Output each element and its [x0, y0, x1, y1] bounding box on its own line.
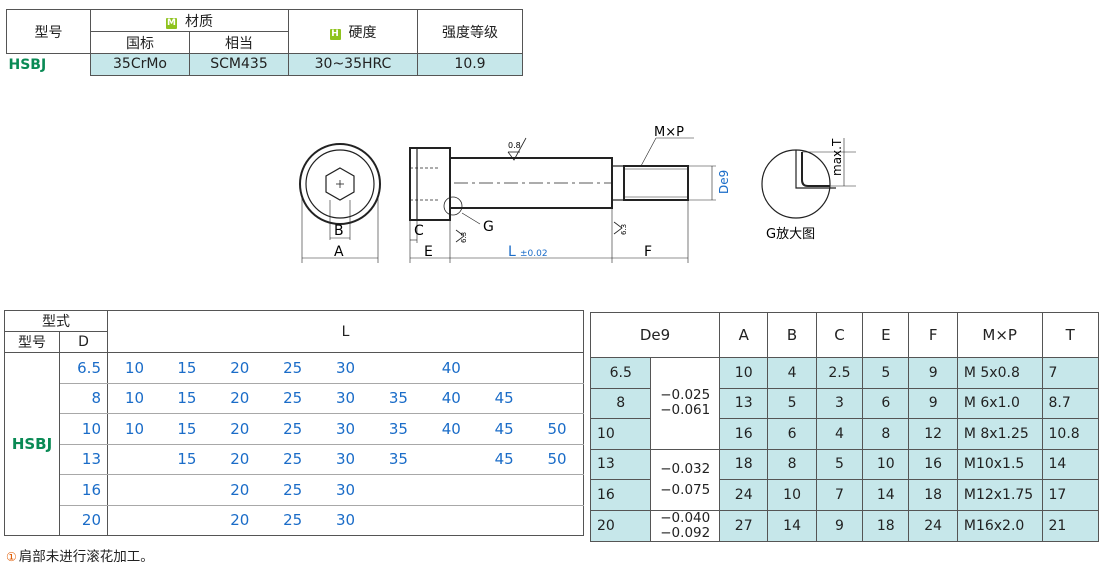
header-L: L: [107, 310, 584, 353]
tolerance-2: −0.032−0.075: [650, 448, 721, 511]
header-E: E: [862, 312, 910, 358]
table-row: 16 24 10 7 14 18 M12x1.75 17: [589, 479, 1100, 511]
header-F: F: [908, 312, 958, 358]
header-T: T: [1041, 312, 1100, 358]
label-E: E: [424, 244, 433, 260]
hardness-tag-icon: H: [329, 28, 341, 40]
header-equiv: 相当: [189, 31, 289, 54]
header-C: C: [815, 312, 864, 358]
label-max-T: max.T: [830, 138, 844, 176]
table-row: 13 −0.032−0.075 18 8 5 10 16 M10x1.5 14: [589, 448, 1100, 511]
header-grade: 强度等级: [417, 9, 523, 54]
label-G: G: [483, 219, 494, 235]
material-equiv: SCM435: [189, 53, 289, 76]
model-code: HSBJ: [4, 352, 60, 536]
header-type: 型式: [4, 310, 108, 332]
table-row: 20 −0.040−0.092 27 14 9 18 24 M16x2.0 21: [589, 509, 1100, 542]
label-L: L: [508, 244, 516, 260]
label-L-tol: ±0.02: [520, 249, 548, 259]
roughness-small-2: 6.3: [620, 224, 628, 235]
material-tag-icon: M: [166, 17, 177, 29]
technical-drawing: B A C E G L ±0.02 F M×P 0.8 6.3 6.3 De9 …: [299, 125, 856, 263]
grade-value: 10.9: [417, 53, 523, 76]
header-model: 型号: [4, 331, 60, 353]
info-icon: ①: [6, 550, 17, 564]
header-model: 型号: [6, 9, 91, 54]
label-C: C: [414, 223, 424, 239]
label-F: F: [644, 244, 652, 260]
header-B: B: [767, 312, 817, 358]
material-gb: 35CrMo: [90, 53, 190, 76]
header-gb: 国标: [90, 31, 190, 54]
hardness-value: 30~35HRC: [288, 53, 418, 76]
label-De9: De9: [717, 170, 731, 194]
detail-caption: G放大图: [766, 227, 815, 242]
roughness-top: 0.8: [508, 141, 521, 150]
header-De9: De9: [589, 312, 721, 358]
header-MxP: M×P: [956, 312, 1043, 358]
tolerance-3: −0.040−0.092: [650, 509, 721, 542]
footnote-text: 肩部未进行滚花加工。: [18, 549, 154, 565]
label-MxP: M×P: [654, 125, 684, 140]
dimension-table: De9 A B C E F M×P T 6.5 −0.025−0.061 10 …: [589, 312, 1100, 542]
label-A: A: [334, 244, 344, 260]
label-B: B: [334, 223, 344, 239]
header-D: D: [59, 331, 108, 353]
tolerance-1: −0.025−0.061: [650, 357, 721, 450]
model-code: HSBJ: [6, 53, 91, 75]
roughness-small-1: 6.3: [460, 232, 468, 243]
table-row: 8 13 5 3 6 9 M 6x1.0 8.7: [589, 387, 1100, 419]
header-A: A: [719, 312, 769, 358]
table-row: 6.5 −0.025−0.061 10 4 2.5 5 9 M 5x0.8 7: [589, 357, 1100, 450]
